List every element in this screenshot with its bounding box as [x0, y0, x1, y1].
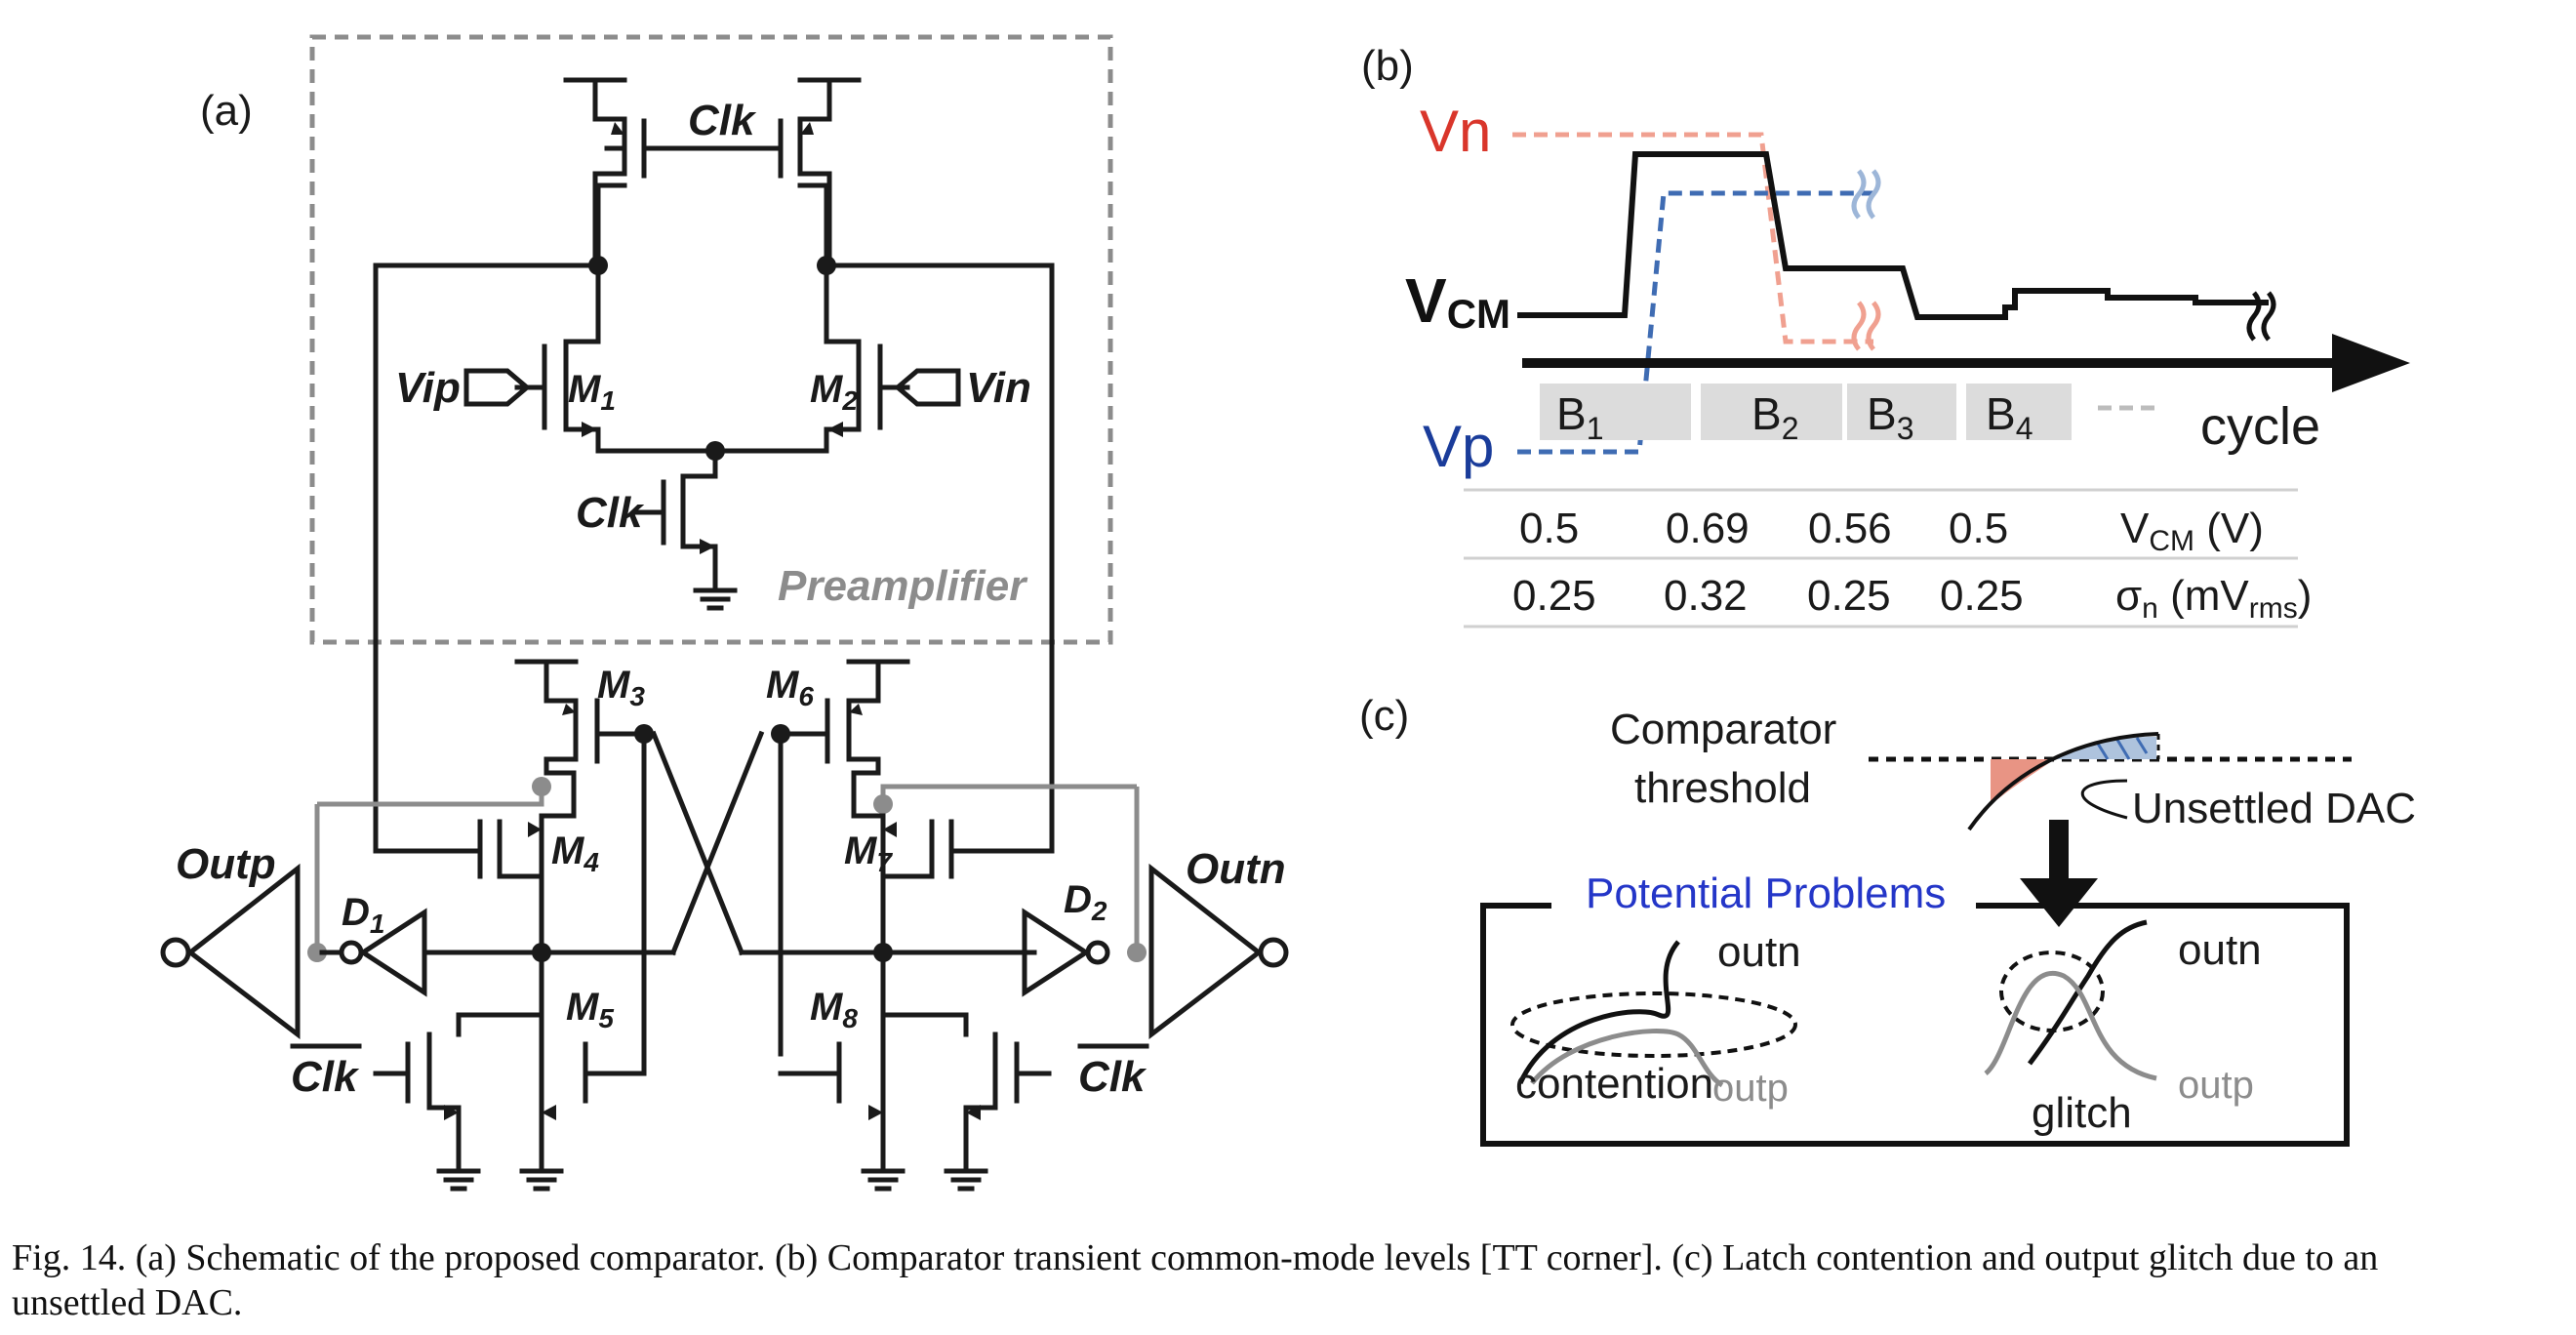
input-pair: Vip Vin M1 M2 [395, 263, 1031, 461]
vcm-value-b4: 0.5 [1949, 505, 2008, 552]
panel-b-waveform: (b) cycle B1 B2 B3 B4 Vn Vp VCM 0.5 0.6 [1361, 42, 2410, 628]
b1-label: B1 [1556, 388, 1603, 446]
panel-c-label: (c) [1359, 692, 1409, 740]
m3-label: M3 [597, 664, 645, 711]
figure-canvas: (a) Preamplifier Clk [160, 34, 2416, 1192]
axis-label-cycle: cycle [2200, 397, 2320, 456]
m8-label: M8 [810, 986, 858, 1033]
outn-right-label: outn [2178, 926, 2262, 974]
glitch-label: glitch [2032, 1089, 2132, 1137]
m2-label: M2 [810, 368, 858, 416]
vcm-value-b1: 0.5 [1519, 505, 1579, 552]
clkb-right-label: Clk [1078, 1053, 1147, 1101]
contention-outn [1517, 940, 1680, 1085]
unsettled-dac-label: Unsettled DAC [2132, 785, 2416, 832]
clk-tail-label: Clk [576, 489, 645, 537]
caption-line-1: Fig. 14. (a) Schematic of the proposed c… [12, 1237, 2379, 1278]
vcm-label: VCM [1405, 265, 1510, 337]
panel-a-label: (a) [200, 87, 253, 135]
vn-trace [1512, 132, 1873, 344]
glitch-ellipse [1999, 951, 2105, 1032]
output-buffers: D1 D2 Outp Outn [160, 840, 1289, 1040]
sigma-value-b4: 0.25 [1940, 572, 2024, 620]
blue-region [2054, 737, 2156, 759]
b1-box [1540, 384, 1691, 440]
figure-caption: Fig. 14. (a) Schematic of the proposed c… [12, 1235, 2558, 1325]
latch-nmos-m5-m8: M5 M8 Clk Clk [290, 950, 1149, 1192]
down-arrow [2020, 820, 2098, 927]
problems-title: Potential Problems [1586, 870, 1946, 917]
sigma-value-b3: 0.25 [1807, 572, 1891, 620]
vcm-sigma-table: 0.5 0.69 0.56 0.5 VCM (V) 0.25 0.32 0.25… [1464, 488, 2312, 628]
sigma-value-b1: 0.25 [1512, 572, 1596, 620]
b3-label: B3 [1867, 388, 1913, 446]
b3-box [1847, 384, 1956, 440]
contention-label: contention [1515, 1060, 1713, 1108]
dac-curve [1967, 732, 2159, 831]
panel-a-schematic: (a) Preamplifier Clk [160, 34, 1289, 1192]
b2-box [1701, 384, 1842, 440]
vn-label: Vn [1420, 99, 1491, 164]
glitch-outn [2027, 919, 2148, 1066]
preamplifier-box [309, 34, 1113, 645]
b4-box [1966, 384, 2072, 440]
threshold-line1: Comparator [1610, 706, 1836, 753]
glitch-outp [1984, 970, 2157, 1081]
latch-m4-m7: M4 M7 [456, 784, 954, 955]
panel-b-label: (b) [1361, 42, 1414, 90]
top-pmos-pair: Clk [563, 77, 862, 259]
latch-pmos-m3-m6: M3 M6 [514, 659, 910, 1057]
vcm-value-b3: 0.56 [1808, 505, 1892, 552]
d2-label: D2 [1064, 878, 1107, 926]
threshold-line2: threshold [1634, 764, 1811, 812]
m4-label: M4 [551, 829, 599, 877]
preamplifier-label: Preamplifier [778, 562, 1028, 610]
outp-left-label: outp [1712, 1067, 1789, 1110]
vip-label: Vip [395, 364, 461, 412]
vin-label: Vin [966, 364, 1031, 412]
sigma-row-label: σn (mVrms) [2115, 572, 2312, 625]
clkb-left-label: Clk [291, 1053, 360, 1101]
outp-right-label: outp [2178, 1064, 2254, 1107]
contention-outp [1530, 1029, 1724, 1088]
m7-label: M7 [844, 829, 893, 877]
vp-label: Vp [1423, 414, 1494, 479]
contention-ellipse [1510, 991, 1797, 1058]
m1-label: M1 [568, 368, 616, 416]
clk-top-label: Clk [688, 97, 757, 144]
b2-label: B2 [1751, 388, 1798, 446]
vcm-row-label: VCM (V) [2120, 505, 2264, 557]
outn-label: Outn [1186, 845, 1286, 893]
panel-c-problems: (c) Comparator threshold Unsettled DAC P… [1359, 692, 2416, 1147]
m6-label: M6 [766, 664, 814, 711]
b4-label: B4 [1986, 388, 2033, 446]
outn-left-label: outn [1717, 928, 1801, 976]
vcm-trace [1517, 151, 2269, 320]
outp-label: Outp [176, 840, 276, 888]
red-region [1991, 759, 2054, 805]
vcm-value-b2: 0.69 [1666, 505, 1750, 552]
d1-label: D1 [342, 891, 384, 939]
tail-nmos: Clk [576, 448, 738, 611]
caption-line-2: unsettled DAC. [12, 1282, 243, 1323]
sigma-value-b2: 0.32 [1664, 572, 1748, 620]
m5-label: M5 [566, 986, 614, 1033]
